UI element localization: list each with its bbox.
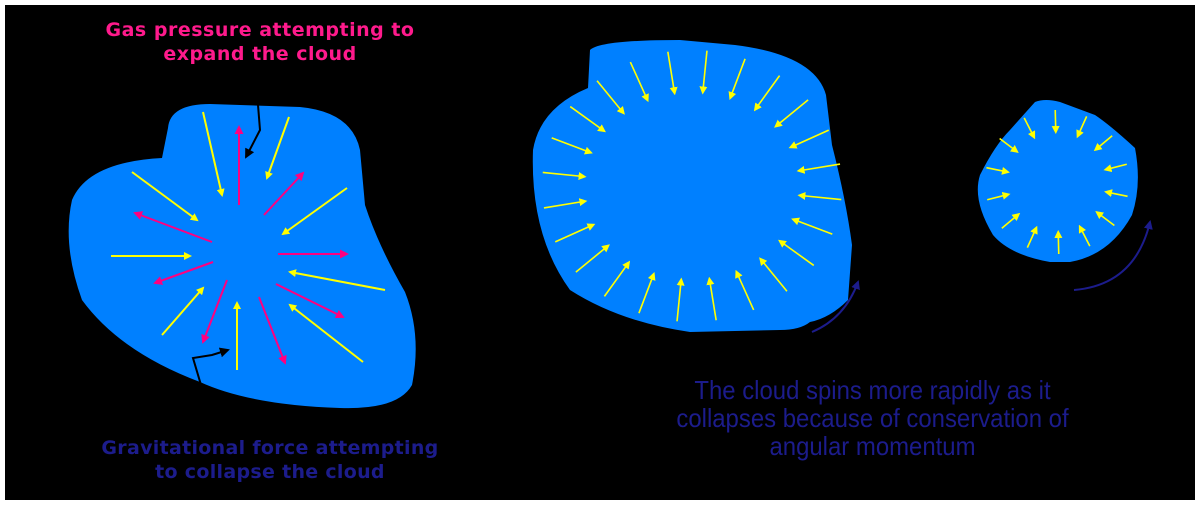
pressure-arrow-icon	[275, 283, 345, 318]
gravity-arrow-icon	[1023, 117, 1036, 140]
gravity-arrow-icon	[1093, 135, 1113, 152]
gravity-arrow-icon	[288, 303, 364, 363]
spin-line: angular momentum	[769, 431, 976, 461]
pressure-arrow-icon	[153, 261, 214, 285]
gravity-arrow-icon	[569, 105, 606, 133]
gravity-arrow-icon	[554, 223, 596, 243]
gravity-arrow-icon	[1054, 229, 1063, 254]
gravity-line: Gravitational force attempting	[101, 437, 439, 459]
gravity-arrow-icon	[1095, 211, 1115, 227]
gravity-arrow-icon	[759, 257, 788, 292]
gravity-arrow-icon	[987, 191, 1011, 201]
gravity-arrow-icon	[638, 272, 656, 314]
pressure-arrow-icon	[133, 211, 213, 243]
pointer-arrow-icon	[245, 104, 262, 159]
pressure-arrow-icon	[258, 296, 287, 365]
gravity-line: to collapse the cloud	[155, 461, 385, 483]
gravity-arrow-icon	[706, 276, 717, 321]
gravity-arrow-icon	[265, 116, 290, 180]
gravity-arrow-icon	[1076, 116, 1088, 139]
pressure-arrow-icon	[263, 171, 305, 216]
gravity-arrow-icon	[753, 75, 781, 112]
gravity-arrow-icon	[796, 163, 841, 174]
angular-momentum-caption: The cloud spins more rapidly as it colla…	[622, 376, 1123, 460]
gravity-arrow-icon	[603, 260, 631, 297]
gravity-arrow-icon	[131, 171, 199, 222]
medium-cloud	[532, 40, 852, 332]
gravity-arrow-icon	[667, 51, 678, 96]
gas-pressure-line: Gas pressure attempting to	[105, 19, 415, 41]
gravity-arrow-icon	[629, 61, 649, 103]
rotation-arrow-icon	[811, 280, 860, 333]
gravity-arrow-icon	[774, 99, 809, 128]
pressure-arrow-icon	[201, 279, 228, 344]
gravity-arrow-icon	[778, 239, 815, 267]
spin-line: The cloud spins more rapidly as it	[694, 375, 1051, 405]
gravity-arrow-icon	[676, 277, 685, 322]
gravity-arrow-icon	[1051, 110, 1060, 135]
large-irregular-cloud	[68, 104, 416, 409]
gravity-arrow-icon	[1078, 224, 1091, 247]
gravity-arrow-icon	[575, 244, 610, 273]
gravity-arrow-icon	[1001, 212, 1021, 229]
gravity-arrow-icon	[791, 217, 833, 235]
gravity-arrow-icon	[999, 137, 1019, 153]
pointer-arrow-icon	[191, 347, 230, 386]
gravitational-force-label: Gravitational force attempting to collap…	[70, 436, 470, 484]
small-cloud	[977, 100, 1138, 262]
spin-line: collapses because of conservation of	[676, 403, 1069, 433]
gas-pressure-label: Gas pressure attempting to expand the cl…	[60, 18, 460, 66]
gravity-arrow-icon	[699, 50, 708, 95]
rotation-arrow-icon	[1073, 220, 1153, 291]
gas-pressure-line: expand the cloud	[163, 43, 357, 65]
gravity-arrow-icon	[543, 198, 588, 209]
gravity-arrow-icon	[1103, 163, 1127, 173]
gravity-arrow-icon	[735, 269, 755, 311]
gravity-arrow-icon	[797, 192, 842, 201]
gravity-arrow-icon	[281, 187, 348, 236]
gravity-arrow-icon	[551, 137, 593, 155]
gravity-arrow-icon	[288, 269, 386, 291]
gravity-arrow-icon	[542, 171, 587, 180]
gravity-arrow-icon	[1026, 225, 1038, 248]
gravity-arrow-icon	[1104, 189, 1128, 198]
gravity-arrow-icon	[161, 286, 205, 336]
gravity-arrow-icon	[596, 80, 625, 115]
gravity-arrow-icon	[986, 166, 1010, 175]
gravity-arrow-icon	[788, 129, 830, 149]
gravity-arrow-icon	[202, 111, 225, 197]
gravity-arrow-icon	[728, 58, 746, 100]
